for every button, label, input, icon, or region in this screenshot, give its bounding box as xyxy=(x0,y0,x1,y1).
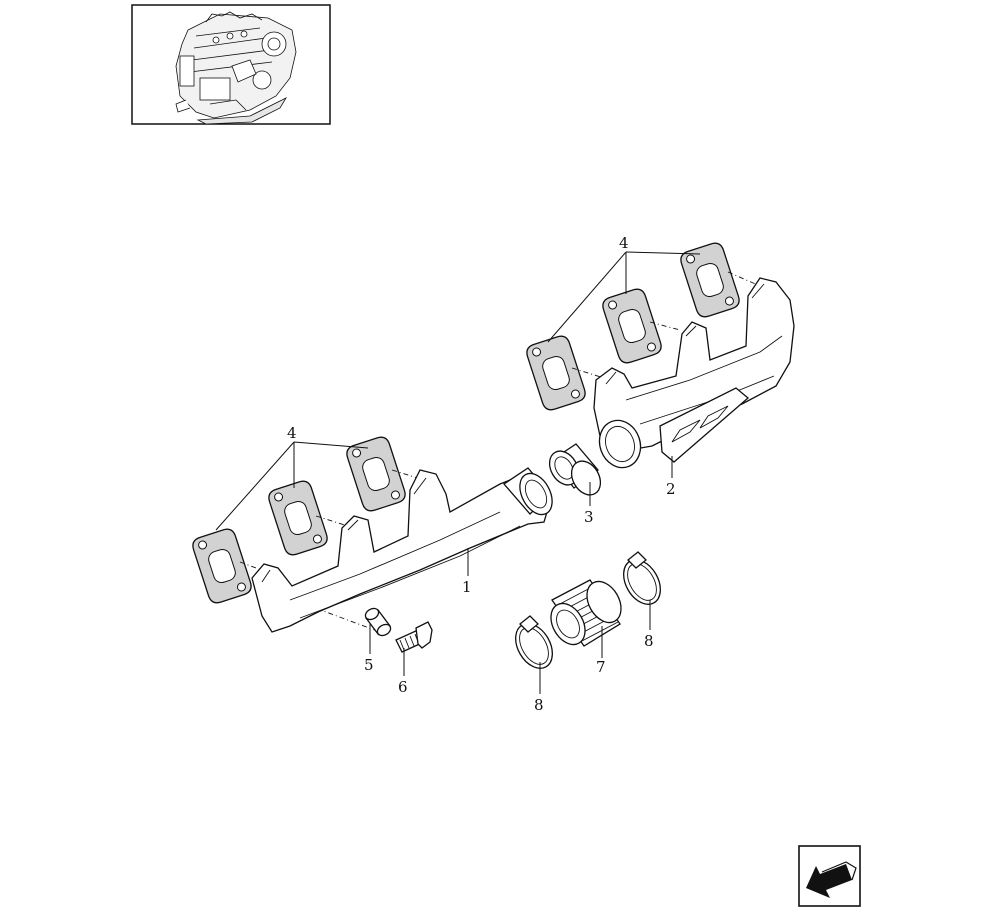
gasket-right-1 xyxy=(526,335,586,411)
callout-4-left: 4 xyxy=(287,424,297,442)
hose-clamp-left xyxy=(515,615,553,669)
centerline-right-1 xyxy=(571,367,605,379)
gasket-left-3 xyxy=(346,436,406,512)
leader-4-right xyxy=(547,251,701,343)
gasket-right-2 xyxy=(602,288,662,364)
gasket-left-group xyxy=(192,436,406,604)
centerline-right-2 xyxy=(649,321,681,331)
exhaust-manifold-rear xyxy=(593,277,795,469)
callout-8-left: 8 xyxy=(534,696,544,714)
exhaust-manifold-front xyxy=(251,467,553,633)
sleeve-ring xyxy=(548,443,602,496)
gasket-left-1 xyxy=(192,528,252,604)
gasket-right-3 xyxy=(680,242,740,318)
gasket-right-group xyxy=(526,242,740,411)
bolt xyxy=(395,621,433,653)
flexible-pipe xyxy=(550,579,622,647)
callout-6: 6 xyxy=(398,678,408,696)
callout-4-right: 4 xyxy=(619,234,629,252)
back-navigation-button[interactable] xyxy=(798,845,861,907)
back-arrow-icon xyxy=(806,861,857,898)
callout-1: 1 xyxy=(462,578,472,596)
callout-3: 3 xyxy=(584,508,594,526)
callout-2: 2 xyxy=(666,480,676,498)
engine-thumbnail[interactable] xyxy=(131,4,331,125)
callout-5: 5 xyxy=(364,656,374,674)
centerline-left-2 xyxy=(315,515,349,527)
spacer-bush xyxy=(364,607,392,637)
gasket-left-2 xyxy=(268,480,328,556)
engine-icon xyxy=(175,11,297,125)
leader-4-left xyxy=(215,441,369,531)
callout-8-right: 8 xyxy=(644,632,654,650)
hose-clamp-right xyxy=(623,551,661,605)
callout-7: 7 xyxy=(596,658,606,676)
